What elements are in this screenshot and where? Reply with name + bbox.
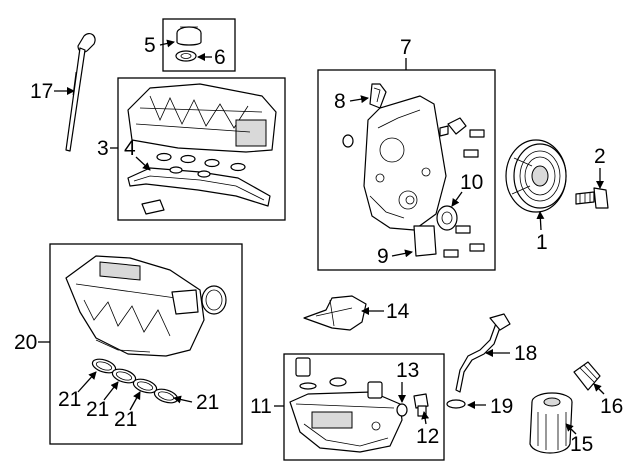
svg-text:17: 17: [30, 80, 53, 103]
oil-dipstick[interactable]: [65, 32, 96, 152]
crankshaft-pulley[interactable]: [505, 139, 567, 213]
callout-1: 1: [536, 211, 548, 254]
timing-cover-plate[interactable]: [413, 225, 437, 257]
svg-text:3: 3: [97, 137, 109, 160]
svg-text:1: 1: [536, 231, 548, 254]
valve-cover-grommet[interactable]: [141, 199, 165, 215]
svg-text:7: 7: [400, 36, 412, 59]
svg-text:16: 16: [600, 395, 623, 418]
oil-filler-cap[interactable]: [176, 26, 202, 46]
svg-text:19: 19: [490, 395, 513, 418]
drain-plug[interactable]: [413, 393, 429, 417]
callout-8: 8: [334, 90, 369, 113]
svg-text:21: 21: [58, 388, 81, 411]
intake-manifold[interactable]: [65, 255, 205, 357]
svg-text:21: 21: [86, 398, 109, 421]
callout-11: 11: [250, 395, 284, 418]
callout-21-b: 21: [86, 381, 119, 421]
oil-filler-cap-gasket[interactable]: [175, 50, 197, 62]
crankshaft-pulley-bolt[interactable]: [575, 187, 609, 209]
svg-text:21: 21: [114, 408, 137, 431]
oil-dipstick-tube[interactable]: [455, 313, 511, 393]
svg-text:14: 14: [386, 300, 410, 323]
svg-text:10: 10: [460, 171, 483, 194]
svg-text:9: 9: [377, 245, 389, 268]
callout-21-d: 21: [173, 391, 219, 414]
callout-21-c: 21: [114, 391, 141, 431]
svg-text:11: 11: [250, 395, 272, 418]
drain-plug-washer[interactable]: [396, 403, 408, 417]
callout-19: 19: [467, 395, 513, 418]
svg-text:4: 4: [124, 137, 136, 160]
svg-text:8: 8: [334, 90, 346, 113]
small-o-ring[interactable]: [342, 134, 354, 148]
callout-18: 18: [485, 342, 537, 365]
svg-text:12: 12: [416, 425, 439, 448]
callout-15: 15: [565, 423, 593, 456]
timing-cover-bolts[interactable]: [439, 117, 485, 258]
callout-3: 3: [97, 137, 118, 160]
callout-17: 17: [30, 80, 75, 103]
oil-pan[interactable]: [289, 391, 403, 453]
valve-cover-box: [117, 77, 286, 221]
callout-10: 10: [451, 171, 483, 207]
timing-cover-gasket[interactable]: [369, 83, 387, 109]
spark-plug-tube-seals[interactable]: [156, 152, 246, 178]
callout-4: 4: [124, 137, 151, 171]
callout-6: 6: [197, 46, 226, 69]
callout-9: 9: [377, 245, 413, 268]
dipstick-tube-o-ring[interactable]: [446, 399, 466, 409]
callout-2: 2: [594, 145, 606, 189]
timing-chain-cover[interactable]: [363, 95, 447, 231]
valve-cover[interactable]: [127, 83, 277, 153]
svg-text:15: 15: [570, 433, 593, 456]
callout-5: 5: [144, 34, 175, 57]
svg-text:6: 6: [214, 46, 226, 69]
callout-20: 20: [14, 331, 50, 354]
oil-pan-box: [283, 353, 445, 461]
callout-7: 7: [400, 36, 412, 70]
callout-13: 13: [396, 359, 419, 403]
svg-text:5: 5: [144, 34, 156, 57]
callout-12: 12: [416, 411, 439, 448]
intake-manifold-box: [49, 243, 243, 445]
svg-text:13: 13: [396, 359, 419, 382]
callout-14: 14: [361, 300, 410, 323]
callout-21-a: 21: [58, 371, 97, 411]
oil-baffle-plate[interactable]: [303, 295, 367, 331]
callout-16: 16: [593, 383, 623, 418]
svg-text:20: 20: [14, 331, 37, 354]
oil-filter[interactable]: [529, 392, 573, 454]
svg-text:2: 2: [594, 145, 606, 168]
oil-filter-adapter[interactable]: [573, 361, 601, 391]
crankshaft-seal[interactable]: [436, 205, 458, 231]
oil-pan-components[interactable]: [295, 357, 383, 399]
svg-text:21: 21: [196, 391, 219, 414]
throttle-body-gasket[interactable]: [201, 285, 227, 315]
svg-text:18: 18: [514, 342, 537, 365]
valve-cover-gasket[interactable]: [127, 167, 271, 207]
